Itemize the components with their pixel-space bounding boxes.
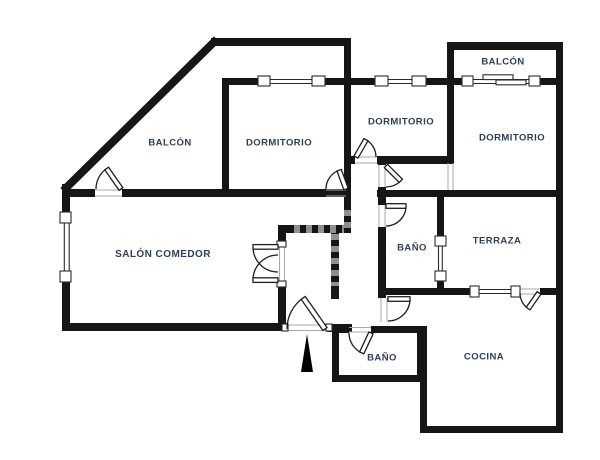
windows bbox=[59, 74, 541, 332]
room-label-cocina: COCINA bbox=[463, 351, 505, 363]
door-corridor-dormitorio-3 bbox=[383, 163, 404, 188]
sliding-window-symbol bbox=[495, 79, 527, 86]
room-label-salon-comedor: SALÓN COMEDOR bbox=[115, 249, 211, 260]
door-balcon-left bbox=[95, 166, 124, 192]
hatched-partition-walls bbox=[292, 208, 351, 286]
window-bano1-terraza bbox=[437, 246, 443, 271]
window-salon bbox=[63, 223, 70, 271]
door-terraza-cocina bbox=[519, 290, 542, 311]
door-cocina-hall bbox=[387, 296, 411, 322]
room-label-dormitorio-3: DORMITORIO bbox=[478, 132, 546, 144]
room-label-terraza: TERRAZA bbox=[472, 235, 522, 247]
door-dormitorio-2 bbox=[353, 137, 377, 160]
window-dorm1 bbox=[270, 78, 314, 85]
door-salon-double bbox=[252, 243, 279, 284]
door-entrance bbox=[286, 295, 328, 332]
diagonal-exterior-wall bbox=[60, 36, 220, 194]
room-label-balcon-top-right: BALCÓN bbox=[481, 56, 525, 68]
room-label-bano-1: BAÑO bbox=[397, 242, 427, 254]
window-terraza-cocina bbox=[479, 288, 511, 295]
door-bano-1 bbox=[385, 203, 407, 227]
entrance-arrow bbox=[301, 334, 313, 372]
window-dorm2 bbox=[388, 78, 413, 85]
room-label-bano-2: BAÑO bbox=[367, 352, 397, 364]
room-label-dormitorio-1: DORMITORIO bbox=[245, 137, 313, 149]
walls bbox=[60, 36, 563, 433]
door-dormitorio-1 bbox=[325, 168, 349, 191]
room-label-dormitorio-2: DORMITORIO bbox=[367, 116, 435, 128]
door-bano-2 bbox=[348, 331, 374, 355]
opening-thresholds bbox=[95, 156, 540, 333]
doors bbox=[95, 137, 542, 355]
sliding-window-symbol bbox=[482, 74, 514, 81]
room-label-balcon-top-left: BALCÓN bbox=[148, 137, 192, 149]
